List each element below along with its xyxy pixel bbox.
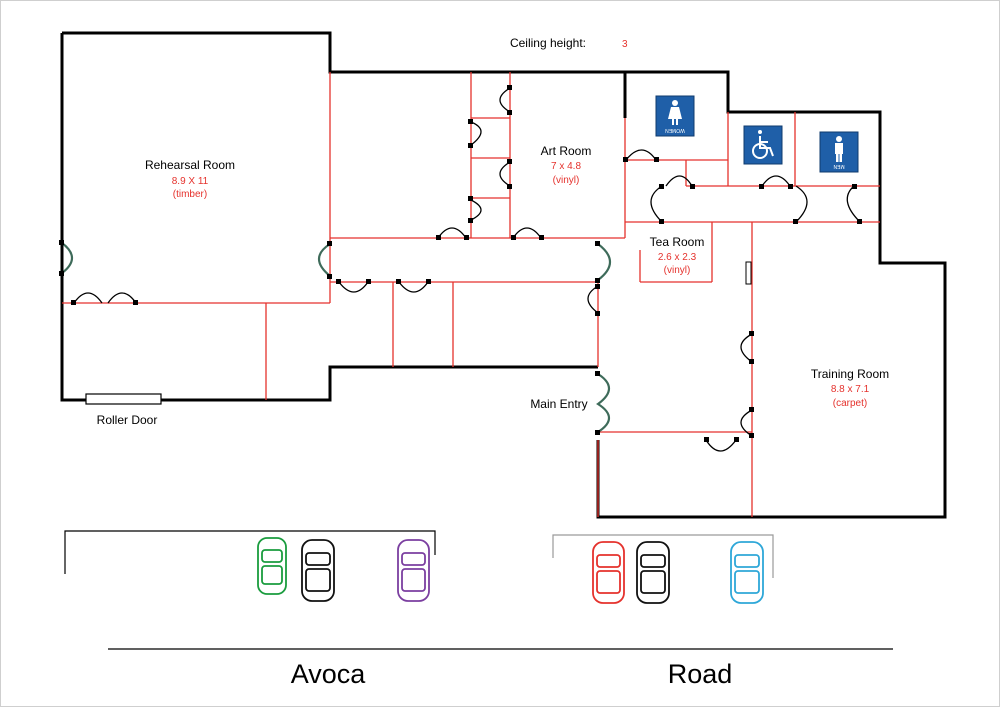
room-size: 2.6 x 2.3 <box>658 252 697 263</box>
room-rehearsal: Rehearsal Room 8.9 X 11 (timber) <box>145 158 235 200</box>
men-sign-text: MEN <box>833 163 845 169</box>
external-doors <box>61 242 612 433</box>
ceiling-label: Ceiling height: <box>510 36 586 50</box>
internal-partitions <box>62 72 880 517</box>
parking-area-left <box>64 530 436 574</box>
room-size: 8.9 X 11 <box>172 176 209 187</box>
men-toilet-icon <box>835 136 843 162</box>
internal-doors <box>73 87 861 452</box>
women-sign-text: WOMEN <box>665 127 685 133</box>
accessible-toilet-sign <box>743 125 783 165</box>
room-size: 8.8 x 7.1 <box>831 384 870 395</box>
men-toilet-sign: MEN <box>819 131 859 173</box>
main-entry-label: Main Entry <box>530 397 587 411</box>
room-art: Art Room 7 x 4.8 (vinyl) <box>541 144 592 186</box>
room-name: Training Room <box>811 367 889 381</box>
room-name: Art Room <box>541 144 592 158</box>
car-icon <box>397 539 430 602</box>
room-floor: (carpet) <box>833 398 867 409</box>
car-icon <box>592 541 625 604</box>
door-hinges <box>59 85 862 442</box>
room-floor: (vinyl) <box>553 175 580 186</box>
roller-door-label: Roller Door <box>97 413 158 427</box>
road-name-road: Road <box>668 659 733 689</box>
room-training: Training Room 8.8 x 7.1 (carpet) <box>811 367 889 409</box>
parked-cars <box>257 537 764 604</box>
room-tea: Tea Room 2.6 x 2.3 (vinyl) <box>650 235 705 276</box>
ceiling-height-label: Ceiling height: 3 <box>510 36 628 50</box>
room-floor: (vinyl) <box>664 265 691 276</box>
room-floor: (timber) <box>173 189 207 200</box>
women-toilet-icon <box>668 100 682 125</box>
roller-door <box>85 393 162 405</box>
room-name: Rehearsal Room <box>145 158 235 172</box>
car-icon <box>636 541 670 604</box>
women-toilet-sign: WOMEN <box>655 95 695 137</box>
ceiling-value: 3 <box>622 39 628 50</box>
car-icon <box>730 541 764 604</box>
car-icon <box>257 537 287 595</box>
room-name: Tea Room <box>650 235 705 249</box>
exterior-walls <box>60 31 947 519</box>
road-name-avoca: Avoca <box>291 659 367 689</box>
parking-area-right <box>552 534 774 578</box>
room-size: 7 x 4.8 <box>551 161 581 172</box>
accessible-toilet-icon <box>752 130 774 159</box>
car-icon <box>301 539 335 602</box>
